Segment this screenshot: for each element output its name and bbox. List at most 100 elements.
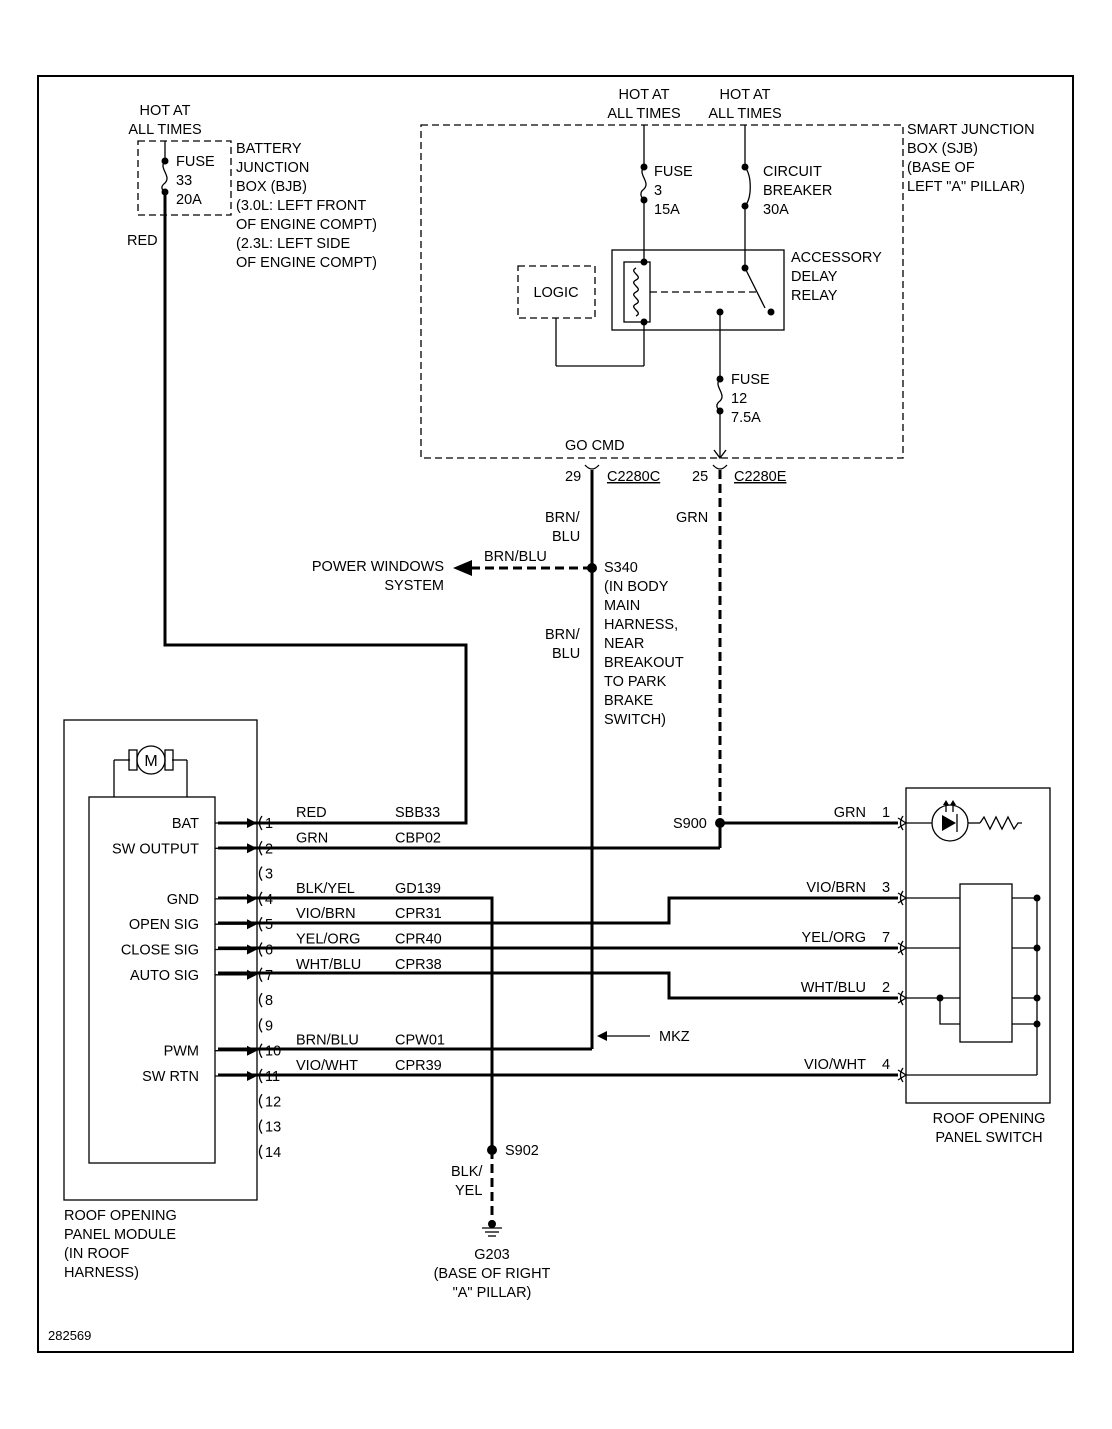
module-wire-color: GRN: [296, 830, 328, 846]
bjb-desc-1: BATTERY: [236, 141, 302, 157]
module-pin-arrowhead: [247, 893, 257, 904]
switch-pin-arrow: [897, 892, 908, 904]
sjb-desc-4: LEFT "A" PILLAR): [907, 179, 1025, 195]
g203-label: G203: [474, 1247, 509, 1263]
switch-connector-cavity: [899, 940, 904, 956]
module-connector-cavity: [258, 1093, 263, 1109]
switch-connector-cavity: [899, 815, 904, 831]
bjb-desc-6: (2.3L: LEFT SIDE: [236, 236, 350, 252]
module-pin-number: 9: [265, 1018, 273, 1034]
module-wire-color: BLK/YEL: [296, 881, 355, 897]
mkz-label: MKZ: [659, 1029, 690, 1045]
module-wire-color: VIO/WHT: [296, 1058, 358, 1074]
figure-id: 282569: [48, 1328, 91, 1343]
roof-opening-panel-switch: ROOF OPENING PANEL SWITCH: [905, 787, 1051, 1146]
blk-yel-label-1: BLK/: [451, 1164, 483, 1180]
module-inner-box: [88, 796, 216, 1164]
bjb-fuse-label: FUSE: [176, 154, 215, 170]
accessory-delay-relay: [611, 249, 785, 331]
module-wire-color: RED: [296, 805, 327, 821]
module-pin-label: SW RTN: [142, 1069, 199, 1085]
switch-pin-arrow: [897, 992, 908, 1004]
brn-blu-label-1a: BRN/: [545, 510, 581, 526]
module-pin-label: AUTO SIG: [130, 968, 199, 984]
bjb-dashed-box: [137, 140, 232, 216]
sjb-desc-3: (BASE OF: [907, 160, 975, 176]
switch-connector-cavity: [899, 1067, 904, 1083]
switch-desc-1: ROOF OPENING: [933, 1111, 1046, 1127]
c2280e-pin: 25: [692, 469, 708, 485]
switch-desc-2: PANEL SWITCH: [935, 1130, 1042, 1146]
sjb-hot1-line-2: ALL TIMES: [607, 106, 680, 122]
module-pin-arrowhead: [247, 1045, 257, 1056]
logic-label: LOGIC: [533, 285, 578, 301]
power-windows-label-1: POWER WINDOWS: [312, 559, 444, 575]
smart-junction-box: HOT AT ALL TIMES HOT AT ALL TIMES SMART …: [420, 87, 1035, 460]
fuse-3-number: 3: [654, 183, 662, 199]
bjb-hot-line-1: HOT AT: [139, 103, 190, 119]
sjb-hot1-line-1: HOT AT: [618, 87, 669, 103]
module-pin-arrowhead: [247, 818, 257, 828]
module-pin-number: 11: [265, 1069, 280, 1085]
module-pin-label: GND: [167, 892, 199, 908]
module-circuit-id: SBB33: [395, 805, 440, 821]
module-pin-label: PWM: [164, 1044, 199, 1060]
blk-yel-label-2: YEL: [455, 1183, 482, 1199]
relay-label-1: ACCESSORY: [791, 250, 882, 266]
switch-pin-arrow: [897, 1069, 908, 1081]
wht-blu-wire: [218, 971, 898, 1000]
bjb-hot-line-2: ALL TIMES: [128, 122, 201, 138]
module-wire-color: BRN/BLU: [296, 1033, 359, 1049]
switch-pin-number: 2: [882, 980, 890, 996]
circuit-breaker-symbol: [744, 166, 751, 207]
fuse-12-symbol: [716, 378, 723, 412]
module-circuit-id: CPR40: [395, 932, 442, 948]
roof-opening-panel-module: M ROOF OPENING PANEL MODULE (IN ROOF HAR…: [63, 719, 258, 1281]
module-pin-label: BAT: [172, 816, 199, 832]
ground-symbol: [482, 1220, 502, 1237]
module-wire-color: WHT/BLU: [296, 957, 361, 973]
module-outer-box: [63, 719, 258, 1201]
module-pin-number: 12: [265, 1094, 281, 1110]
breaker-label-1: CIRCUIT: [763, 164, 822, 180]
s340-desc-8: SWITCH): [604, 712, 666, 728]
module-connector-cavity: [258, 942, 263, 957]
module-desc-4: HARNESS): [64, 1265, 139, 1281]
logic-box: [517, 265, 596, 319]
fuse-12-label: FUSE: [731, 372, 770, 388]
fuse-3-symbol: [640, 166, 647, 201]
s902-label: S902: [505, 1143, 539, 1159]
bjb-fuse-number: 33: [176, 173, 192, 189]
sjb-desc-1: SMART JUNCTION: [907, 122, 1035, 138]
resistor-symbol: [979, 815, 1022, 831]
s340-desc-5: BREAKOUT: [604, 655, 684, 671]
module-connector-cavity: [258, 992, 263, 1008]
g203-desc-2: "A" PILLAR): [453, 1285, 532, 1301]
c2280c-name: C2280C: [607, 469, 660, 485]
module-desc-2: PANEL MODULE: [64, 1227, 176, 1243]
bjb-desc-2: JUNCTION: [236, 160, 309, 176]
switch-pin-number: 7: [882, 930, 890, 946]
module-circuit-id: CPR31: [395, 906, 442, 922]
sjb-hot2-line-1: HOT AT: [719, 87, 770, 103]
s340-desc-7: BRAKE: [604, 693, 653, 709]
module-desc-3: (IN ROOF: [64, 1246, 129, 1262]
module-wire-color: VIO/BRN: [296, 906, 356, 922]
bjb-fuse-rating: 20A: [176, 192, 202, 208]
module-connector-cavity: [258, 815, 263, 831]
module-circuit-id: CPR39: [395, 1058, 442, 1074]
bjb-desc-7: OF ENGINE COMPT): [236, 255, 377, 271]
module-wire-color: YEL/ORG: [296, 932, 360, 948]
mkz-arrow: [597, 1031, 607, 1041]
module-connector-cavity: [258, 967, 263, 983]
power-windows-label-2: SYSTEM: [384, 578, 444, 594]
switch-connector-cavity: [899, 890, 904, 906]
switch-wire-color: GRN: [834, 805, 866, 821]
fuse-33-symbol: [161, 160, 168, 193]
vio-brn-wire: [218, 896, 898, 925]
c2280e-name: C2280E: [734, 469, 787, 485]
relay-label-2: DELAY: [791, 269, 838, 285]
sjb-dashed-box: [420, 124, 904, 459]
power-windows-arrow: [453, 560, 472, 576]
